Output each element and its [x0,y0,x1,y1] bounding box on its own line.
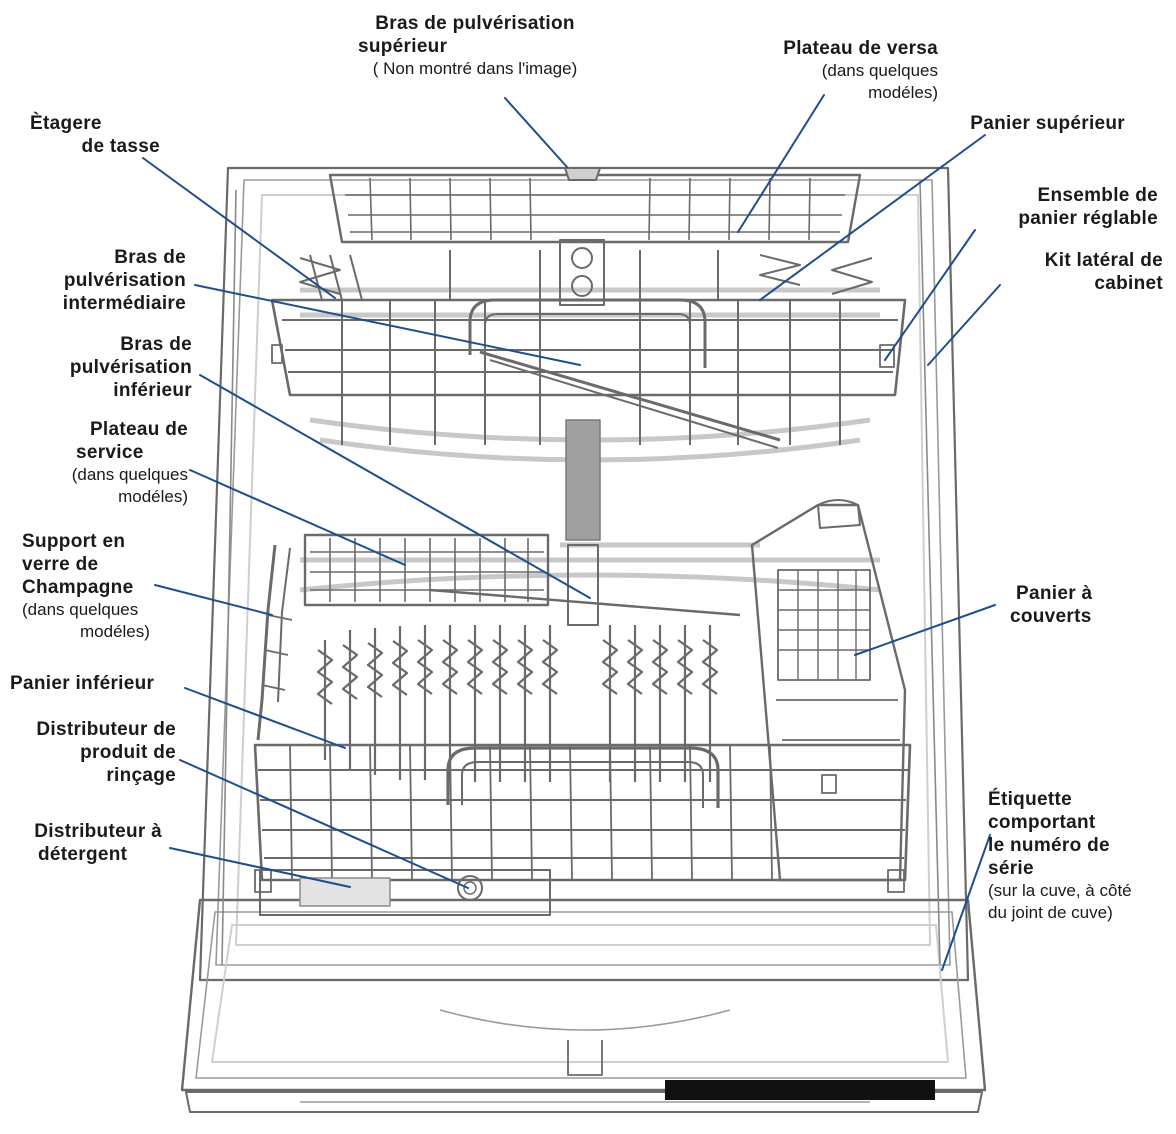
label-note: (dans quelques [22,600,139,619]
label-upper-rack: Panier supérieur [900,112,1125,135]
label-text: Kit latéral de [1044,250,1163,271]
label-text: pulvérisation [69,357,192,378]
label-text: détergent [38,844,128,865]
label-text: Champagne [22,577,134,598]
dishwasher-illustration [180,166,987,1113]
label-text: comportant [988,812,1096,833]
label-text: Ensemble de [1037,185,1158,206]
label-note: du joint de cuve) [988,903,1113,922]
label-text: intermédiaire [62,293,186,314]
label-cup-shelf: Ètagere de tasse [30,112,160,158]
leader-lower-spray-arm [199,374,591,599]
leader-lines [142,94,1001,971]
label-champagne-holder: Support en verre de Champagne (dans quel… [22,530,172,643]
leader-rinse-aid-dispenser [179,759,469,889]
leader-champagne-holder [154,584,273,616]
label-text: Panier supérieur [970,113,1125,134]
label-note: (dans quelques [71,465,188,484]
label-detergent-dispenser: Distributeur à détergent [10,820,162,866]
label-versa-tray: Plateau de versa (dans quelques modéles) [720,37,938,104]
label-text: série [988,858,1034,879]
label-text: de tasse [81,136,160,157]
label-note: modéles) [118,487,188,506]
leader-adjustable-rack [884,229,976,361]
leader-detergent-dispenser [169,847,351,888]
label-text: couverts [1010,606,1092,627]
label-text: le numéro de [988,835,1110,856]
leader-middle-spray-arm [194,284,581,366]
label-text: Étiquette [988,789,1072,810]
leader-versa-tray [737,94,825,233]
leader-upper-spray-arm [504,97,568,168]
leader-upper-rack [759,134,986,301]
label-middle-spray-arm: Bras de pulvérisation intermédiaire [20,246,186,315]
serial-number-bar [665,1080,935,1100]
label-text: verre de [22,554,99,575]
label-lower-rack: Panier inférieur [10,672,190,695]
leader-serving-tray [189,469,406,566]
label-text: Distributeur de [36,719,176,740]
label-text: service [76,442,144,463]
label-text: Ètagere [30,113,102,134]
label-text: produit de [80,742,176,763]
label-serving-tray: Plateau de service (dans quelques modéle… [20,418,188,508]
leader-cup-shelf [142,157,336,299]
label-text: Support en [22,531,126,552]
label-cabinet-side-kit: Kit latéral de cabinet [975,249,1163,295]
label-text: Distributeur à [34,821,162,842]
label-serial-label: Étiquette comportant le numéro de série … [988,788,1172,924]
label-note: (dans quelques [821,61,938,80]
label-text: Plateau de [89,419,188,440]
label-upper-spray-arm: Bras de pulvérisation supérieur ( Non mo… [340,12,610,80]
label-note: modéles) [868,83,938,102]
label-text: panier réglable [1018,208,1158,229]
label-lower-spray-arm: Bras de pulvérisation inférieur [20,333,192,402]
label-text: Plateau de versa [783,38,938,59]
label-text: cabinet [1094,273,1163,294]
label-text: Panier à [1016,583,1093,604]
label-text: inférieur [113,380,192,401]
label-text: supérieur [358,36,448,57]
label-text: pulvérisation [63,270,186,291]
label-text: Bras de [114,247,186,268]
label-note: (sur la cuve, à côté [988,881,1132,900]
label-text: Bras de pulvérisation [375,13,575,34]
label-text: Panier inférieur [10,673,155,694]
label-adjustable-rack: Ensemble de panier réglable [960,184,1158,230]
label-note: modéles) [80,622,150,641]
label-cutlery-basket: Panier à couverts [1010,582,1130,628]
leader-serial-label [941,834,991,971]
label-text: rinçage [106,765,176,786]
label-text: Bras de [120,334,192,355]
leader-cabinet-side-kit [927,284,1001,366]
leader-lower-rack [184,687,346,749]
leader-cutlery-basket [854,604,996,656]
label-rinse-aid-dispenser: Distributeur de produit de rinçage [10,718,176,787]
label-note: ( Non montré dans l'image) [372,59,578,78]
